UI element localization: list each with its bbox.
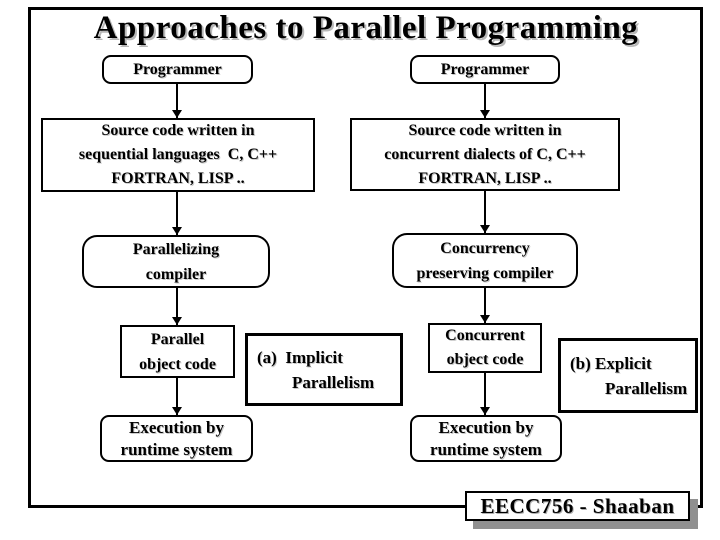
arrow-down-left-3 <box>172 288 182 325</box>
parallel-object-code-box: Parallel object code <box>120 325 235 378</box>
arrow-down-left-1 <box>172 84 182 118</box>
programmer-box-left: Programmer <box>102 55 253 84</box>
arrow-down-right-1 <box>480 84 490 118</box>
slide-title: Approaches to Parallel Programming <box>93 10 639 46</box>
source-line: Source code written in <box>101 122 255 139</box>
source-line: FORTRAN, LISP .. <box>418 169 552 187</box>
object-code-line: Parallel <box>150 330 205 348</box>
source-code-box-left: Source code written in sequential langua… <box>41 118 315 192</box>
concurrent-object-code-box: Concurrent object code <box>428 323 542 373</box>
source-line: FORTRAN, LISP .. <box>111 170 245 187</box>
arrow-down-left-4 <box>172 378 182 415</box>
programmer-label-right: Programmer <box>440 60 530 78</box>
arrow-down-right-4 <box>480 373 490 415</box>
arrow-down-left-2 <box>172 192 182 235</box>
source-line: Source code written in <box>408 121 562 139</box>
arrow-down-right-2 <box>480 191 490 233</box>
label-line: (b) Explicit <box>570 353 652 373</box>
implicit-parallelism-label-box: (a) Implicit Parallelism <box>245 333 403 406</box>
compiler-line: preserving compiler <box>416 264 554 282</box>
compiler-line: Parallelizing <box>132 240 220 258</box>
object-code-line: Concurrent <box>445 327 525 344</box>
slide-frame <box>28 7 703 508</box>
label-line: Parallelism <box>605 378 688 398</box>
execution-line: Execution by <box>129 417 224 437</box>
object-code-line: object code <box>446 351 524 368</box>
compiler-line: compiler <box>145 265 207 283</box>
compiler-line: Concurrency <box>440 239 530 257</box>
object-code-line: object code <box>139 355 216 373</box>
label-line: Parallelism <box>292 372 375 392</box>
footer-credit-text: EECC756 - Shaaban <box>480 493 675 518</box>
execution-line: runtime system <box>120 439 233 459</box>
source-code-box-right: Source code written in concurrent dialec… <box>350 118 620 191</box>
arrow-down-right-3 <box>480 288 490 323</box>
execution-box-right: Execution by runtime system <box>410 415 562 462</box>
execution-line: Execution by <box>438 417 534 437</box>
footer-credit: EECC756 - Shaaban <box>465 491 690 521</box>
programmer-box-right: Programmer <box>410 55 560 84</box>
parallelizing-compiler-box: Parallelizing compiler <box>82 235 270 288</box>
programmer-label-left: Programmer <box>133 60 222 78</box>
source-line: sequential languages C, C++ <box>78 146 278 163</box>
execution-line: runtime system <box>430 439 542 459</box>
execution-box-left: Execution by runtime system <box>100 415 253 462</box>
explicit-parallelism-label-box: (b) Explicit Parallelism <box>558 338 698 413</box>
label-line: (a) Implicit <box>257 347 343 367</box>
source-line: concurrent dialects of C, C++ <box>384 145 586 163</box>
concurrency-preserving-compiler-box: Concurrency preserving compiler <box>392 233 578 288</box>
